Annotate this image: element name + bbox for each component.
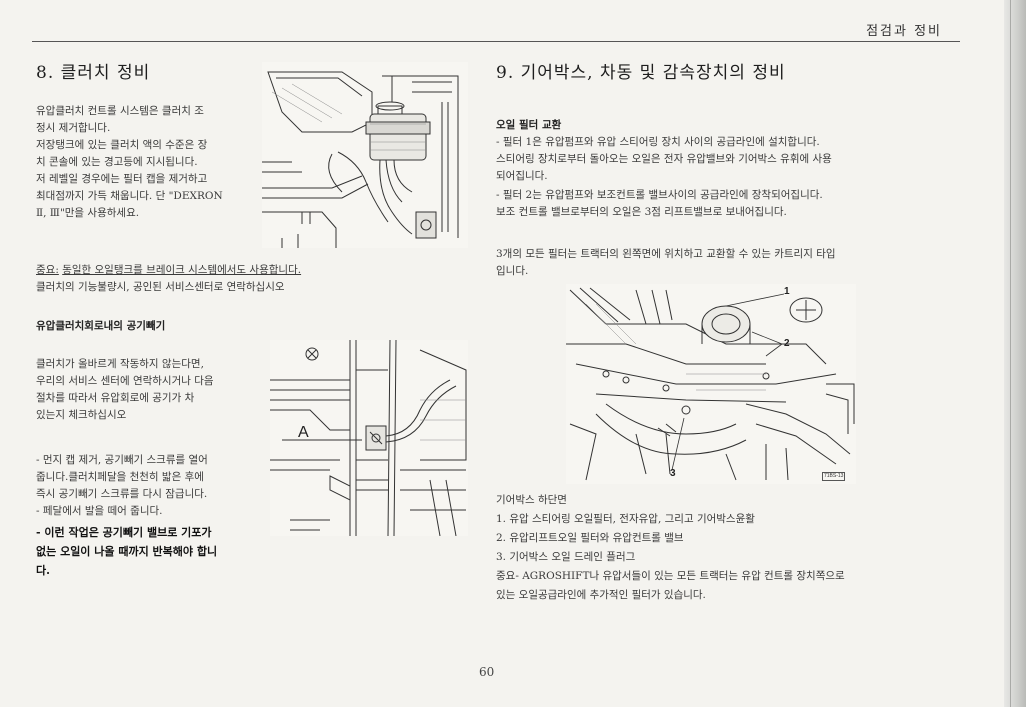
legend-item: 3. 기어박스 오일 드레인 플러그 <box>496 551 636 563</box>
right-para1-line: 되어집니다. <box>496 170 548 182</box>
left-para1-line: 저 레벨일 경우에는 필터 캡을 제거하고 <box>36 173 208 185</box>
page-number: 60 <box>479 665 495 679</box>
important-label: 중요: <box>36 264 59 276</box>
right-para1-line: - 필터 2는 유압펌프와 보조컨트롤 밸브사이의 공급라인에 장착되어집니다. <box>496 189 823 201</box>
oil-filter-subtitle: 오일 필터 교환 <box>496 119 562 131</box>
right-para1-line: - 필터 1은 유압펌프와 유압 스티어링 장치 사이의 공급라인에 설치합니다… <box>496 136 820 148</box>
left-step-line: - 먼지 캡 제거, 공기빼기 스크류를 열어 <box>36 454 208 466</box>
gearbox-underside-figure: 1 2 3 71BS-13 <box>566 284 856 484</box>
left-step-line: 줍니다.클러치페달을 천천히 밟은 후에 <box>36 471 204 483</box>
left-para2-line: 클러치가 올바르게 작동하지 않는다면, <box>36 358 204 370</box>
header-rule <box>32 41 960 42</box>
right-para1-line: 보조 컨트롤 밸브로부터의 오일은 3점 리프트밸브로 보내어집니다. <box>496 206 787 218</box>
bleeding-section-title: 유압클러치회로내의 공기빼기 <box>36 320 166 332</box>
legend-item: 1. 유압 스티어링 오일필터, 전자유압, 그리고 기어박스윤활 <box>496 513 755 525</box>
important-note-line: 중요: 동일한 오일탱크를 브레이크 시스템에서도 사용합니다. <box>36 262 301 279</box>
bleed-screw-figure: A <box>270 340 468 536</box>
important-text: 동일한 오일탱크를 브레이크 시스템에서도 사용합니다. <box>62 264 302 276</box>
legend-item: 2. 유압리프트오일 필터와 유압컨트롤 밸브 <box>496 532 684 544</box>
bold-note-line: 다. <box>36 564 50 577</box>
clutch-reservoir-drawing <box>262 71 459 248</box>
left-para1-line: 정시 제거합니다. <box>36 122 111 134</box>
bold-note-line: 없는 오일이 나올 때까지 반복해야 합니 <box>36 545 218 558</box>
right-section-title: 9. 기어박스, 차동 및 감속장치의 정비 <box>496 63 786 83</box>
important-note-line2: 클러치의 기능불량시, 공인된 서비스센터로 연락하십시오 <box>36 281 285 293</box>
right-para2-line: 3개의 모든 필터는 트랙터의 왼쪽면에 위치하고 교환할 수 있는 카트리지 … <box>496 248 836 260</box>
left-para2-line: 있는지 체크하십시오 <box>36 409 127 421</box>
right-note-line: 있는 오일공급라인에 추가적인 필터가 있습니다. <box>496 589 706 601</box>
figure-callout-1: 1 <box>784 286 790 297</box>
right-note-line: 중요- AGROSHIFT나 유압서들이 있는 모든 트랙터는 유압 컨트롤 장… <box>496 570 845 582</box>
figure-code: 71BS-13 <box>822 472 846 481</box>
left-para1-line: Ⅱ, Ⅲ"만을 사용하세요. <box>36 207 140 219</box>
running-header: 점검과 정비 <box>866 24 942 39</box>
bold-note-line: - 이런 작업은 공기빼기 밸브로 기포가 <box>36 526 212 539</box>
gearbox-underside-drawing <box>566 287 855 481</box>
figure-callout-2: 2 <box>784 338 790 349</box>
left-para1-line: 저장탱크에 있는 클러치 액의 수준은 장 <box>36 139 208 151</box>
right-para1-line: 스티어링 장치로부터 돌아오는 오일은 전자 유압밸브와 기어박스 유휘에 사용 <box>496 153 832 165</box>
left-para1-line: 최대점까지 가득 채웁니다. 단 "DEXRON <box>36 190 223 202</box>
page-edge-shadow <box>1004 0 1026 707</box>
left-para2-line: 우리의 서비스 센터에 연락하시거나 다음 <box>36 375 214 387</box>
left-section-title: 8. 클러치 정비 <box>36 63 151 83</box>
left-step-line: 즉시 공기빼기 스크류를 다시 잠급니다. <box>36 488 208 500</box>
clutch-reservoir-figure <box>262 62 468 248</box>
figure-label-a: A <box>298 424 309 441</box>
figure-callout-3: 3 <box>670 468 676 479</box>
right-para2-line: 입니다. <box>496 265 529 277</box>
bleed-screw-drawing <box>270 340 467 536</box>
left-step-line: - 페달에서 발을 떼어 줍니다. <box>36 505 163 517</box>
left-para1-line: 치 콘솔에 있는 경고등에 지시됩니다. <box>36 156 198 168</box>
left-para2-line: 절차를 따라서 유압회로에 공기가 차 <box>36 392 195 404</box>
figure-caption: 기어박스 하단면 <box>496 494 567 506</box>
left-para1-line: 유압클러치 컨트롤 시스템은 클러치 조 <box>36 105 204 117</box>
